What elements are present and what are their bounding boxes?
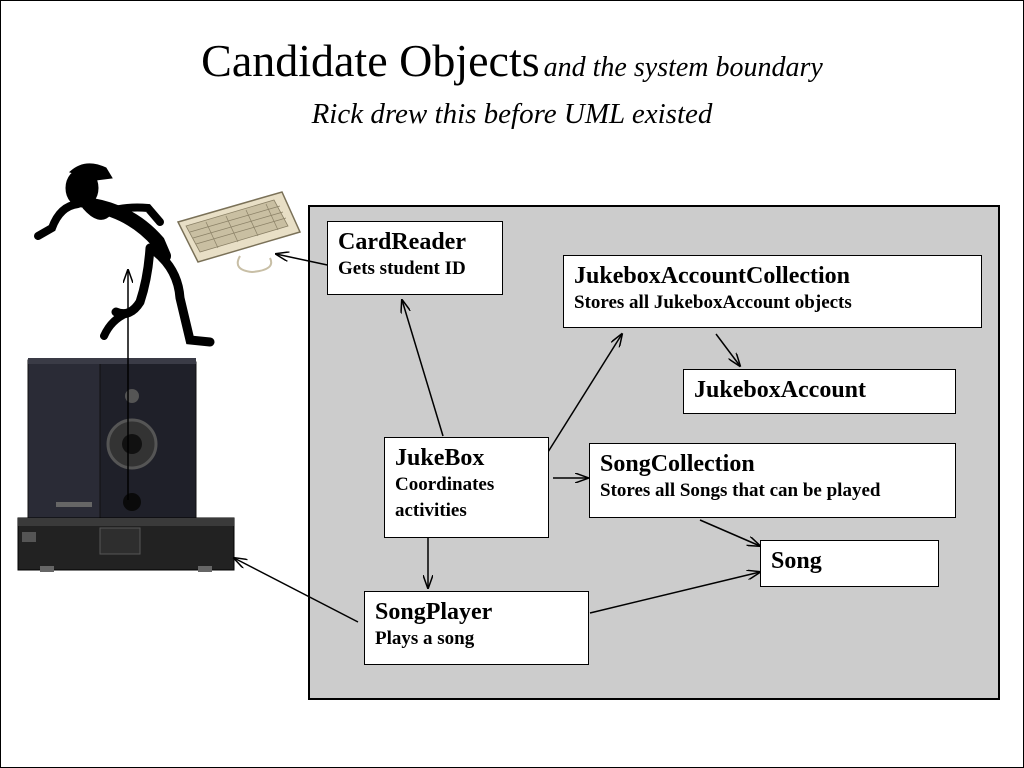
arrow-songcollection-to-song: [699, 519, 760, 546]
arrow-accountcollection-to-account: [715, 333, 740, 366]
object-desc: Stores all Songs that can be played: [600, 480, 881, 501]
arrow-songplayer-to-speaker: [234, 558, 359, 623]
object-jukeboxaccount: JukeboxAccount: [683, 369, 956, 414]
arrow-cardreader-to-keyboard: [276, 254, 333, 267]
title-main: Candidate Objects: [201, 35, 540, 86]
object-name: Song: [771, 548, 822, 574]
object-songcollection: SongCollection Stores all Songs that can…: [589, 443, 956, 518]
object-name: SongCollection: [600, 451, 755, 477]
object-jukeboxaccountcollection: JukeboxAccountCollection Stores all Juke…: [563, 255, 982, 328]
object-name: CardReader: [338, 229, 466, 255]
page-title: Candidate Objects and the system boundar…: [0, 34, 1024, 87]
object-desc: Plays a song: [375, 628, 475, 649]
arrow-songplayer-to-song: [589, 572, 760, 614]
arrow-jukebox-to-accountcollection: [547, 334, 622, 453]
object-cardreader: CardReader Gets student ID: [327, 221, 503, 295]
subtitle: Rick drew this before UML existed: [311, 98, 713, 130]
keyboard-icon: [176, 191, 302, 274]
speaker-stereo-icon: [17, 358, 235, 572]
arrow-jukebox-to-cardreader: [402, 300, 444, 437]
title-sub: and the system boundary: [543, 52, 823, 83]
student-figure-icon: [34, 163, 215, 347]
object-jukebox: JukeBox Coordinates activities: [384, 437, 549, 538]
object-name: JukeboxAccount: [694, 377, 867, 403]
object-desc: Coordinates activities: [395, 474, 495, 521]
object-name: SongPlayer: [375, 599, 493, 625]
object-name: JukeboxAccountCollection: [574, 263, 850, 289]
object-name: JukeBox: [395, 445, 485, 471]
object-song: Song: [760, 540, 939, 587]
object-desc: Gets student ID: [338, 258, 466, 279]
object-songplayer: SongPlayer Plays a song: [364, 591, 589, 665]
object-desc: Stores all JukeboxAccount objects: [574, 292, 852, 313]
